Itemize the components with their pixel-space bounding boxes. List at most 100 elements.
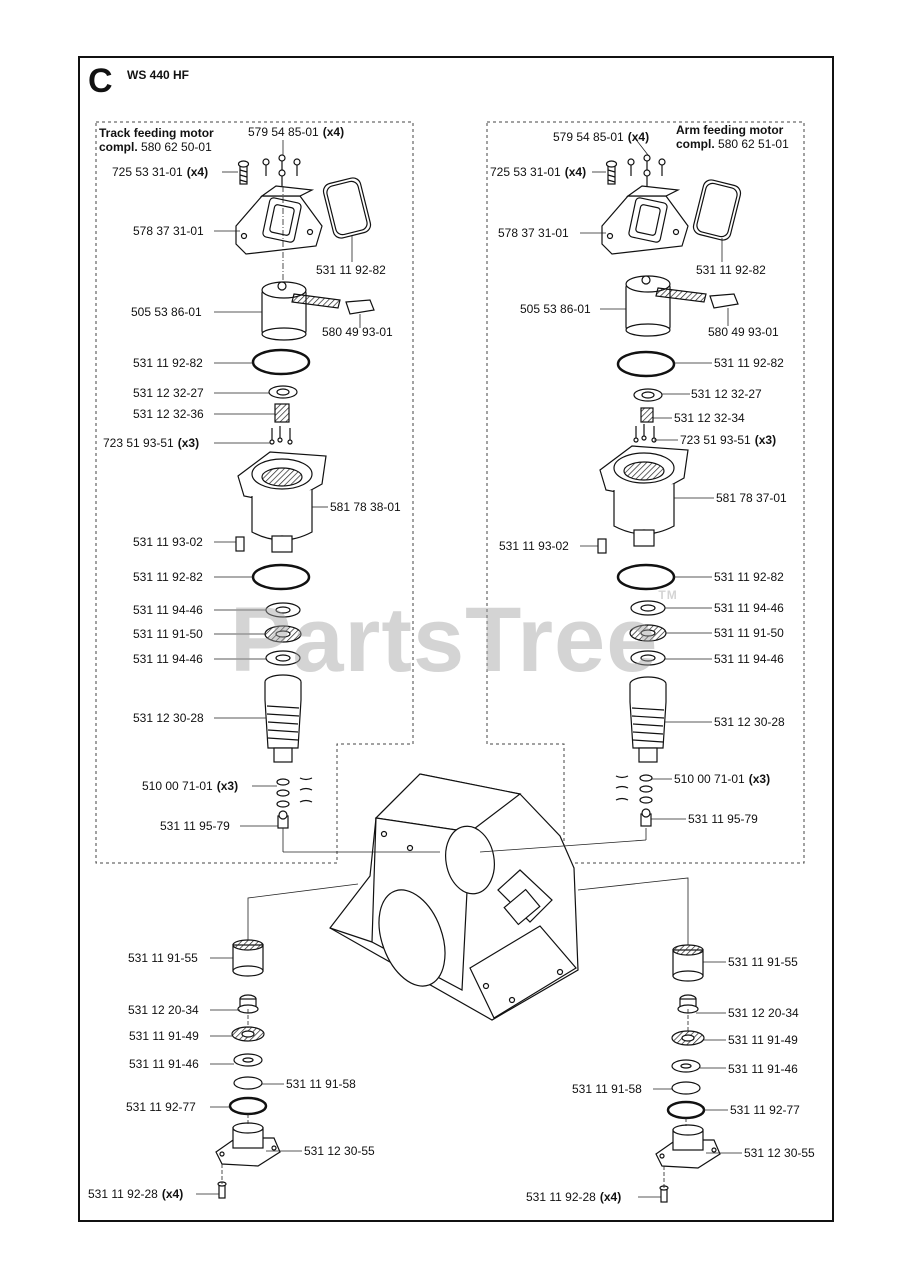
bearing-housing-icon: [655, 1124, 721, 1169]
left-assembly-part: compl. 580 62 50-01: [99, 140, 212, 154]
part-label[interactable]: 531 11 92-82: [714, 570, 784, 584]
part-label[interactable]: 581 78 38-01: [330, 500, 401, 514]
right-assembly-part: compl. 580 62 51-01: [676, 137, 789, 151]
part-label[interactable]: 725 53 31-01(x4): [112, 165, 209, 179]
part-label[interactable]: 723 51 93-51(x3): [103, 436, 200, 450]
motor-icon: [625, 275, 707, 337]
screw-icon: [659, 1185, 669, 1203]
right-parts: [597, 154, 742, 827]
shaft-icon: [264, 674, 302, 763]
part-label[interactable]: 531 11 91-50: [133, 627, 203, 641]
part-label[interactable]: 531 11 95-79: [160, 819, 230, 833]
part-label[interactable]: 725 53 31-01(x4): [490, 165, 587, 179]
part-label[interactable]: 531 11 92-28(x4): [526, 1190, 622, 1204]
small-screw-icon: [633, 424, 657, 443]
part-label[interactable]: 531 11 92-82: [133, 356, 203, 370]
part-label[interactable]: 531 12 32-36: [133, 407, 204, 421]
part-label[interactable]: 531 11 91-49: [728, 1033, 798, 1047]
left-assembly-title: Track feeding motor: [99, 126, 214, 140]
part-label[interactable]: 580 49 93-01: [708, 325, 779, 339]
part-label[interactable]: 531 11 91-58: [286, 1077, 356, 1091]
part-label[interactable]: 531 11 91-46: [129, 1057, 199, 1071]
small-screw-icon: [627, 154, 666, 186]
part-label[interactable]: 531 12 20-34: [728, 1006, 799, 1020]
part-label[interactable]: 531 11 94-46: [714, 652, 784, 666]
part-label[interactable]: 531 11 94-46: [133, 603, 203, 617]
part-label[interactable]: 723 51 93-51(x3): [680, 433, 777, 447]
diagram-frame: [78, 56, 834, 1222]
needle-bearing-icon: [672, 944, 704, 982]
gasket-icon: [692, 179, 742, 241]
part-label[interactable]: 578 37 31-01: [498, 226, 569, 240]
gasket-icon: [322, 177, 372, 239]
washer-icon: [233, 1053, 263, 1067]
part-label[interactable]: 531 12 32-27: [133, 386, 204, 400]
o-ring-icon: [616, 350, 676, 378]
part-label[interactable]: 505 53 86-01: [131, 305, 202, 319]
part-label[interactable]: 531 11 94-46: [133, 652, 203, 666]
part-label[interactable]: 531 11 91-58: [572, 1082, 642, 1096]
section-letter: C: [88, 62, 113, 100]
bearing-icon: [633, 388, 663, 402]
part-label[interactable]: 531 11 92-28(x4): [88, 1187, 184, 1201]
part-label[interactable]: 531 11 92-82: [316, 263, 386, 277]
nipple-icon: [277, 810, 289, 829]
spline-gear-icon: [274, 403, 290, 423]
washer-icon: [265, 602, 301, 618]
part-label[interactable]: 531 11 91-49: [129, 1029, 199, 1043]
screw-icon: [605, 160, 618, 185]
o-ring-icon: [666, 1100, 706, 1120]
part-label[interactable]: 581 78 37-01: [716, 491, 787, 505]
part-label[interactable]: 579 54 85-01(x4): [553, 130, 650, 144]
o-ring-icon: [228, 1096, 268, 1116]
part-label[interactable]: 531 12 30-55: [304, 1144, 375, 1158]
left-parts: [235, 154, 375, 829]
part-label[interactable]: 531 11 92-82: [714, 356, 784, 370]
main-housing-icon: [329, 773, 579, 1021]
part-label[interactable]: 531 11 93-02: [133, 535, 203, 549]
housing-cover-icon: [601, 185, 689, 255]
o-ring-icon: [251, 348, 311, 376]
part-label[interactable]: 505 53 86-01: [520, 302, 591, 316]
part-label[interactable]: 531 11 94-46: [714, 601, 784, 615]
part-label[interactable]: 531 12 30-28: [714, 715, 785, 729]
part-label[interactable]: 510 00 71-01(x3): [142, 779, 239, 793]
leader-lines: [196, 136, 742, 1198]
part-label[interactable]: 531 11 91-55: [128, 951, 198, 965]
key-icon: [597, 538, 607, 554]
part-label[interactable]: 580 49 93-01: [322, 325, 393, 339]
model-name: WS 440 HF: [127, 68, 190, 82]
part-label[interactable]: 531 12 32-34: [674, 411, 745, 425]
part-label[interactable]: 531 11 91-46: [728, 1062, 798, 1076]
part-label[interactable]: 531 11 91-55: [728, 955, 798, 969]
housing-cover-icon: [235, 185, 323, 255]
washer-icon: [671, 1059, 701, 1073]
part-label[interactable]: 531 11 91-50: [714, 626, 784, 640]
bottom-left-parts: [215, 939, 281, 1199]
thrust-bearing-icon: [671, 1030, 705, 1046]
motor-icon: [261, 281, 341, 341]
part-label[interactable]: 578 37 31-01: [133, 224, 204, 238]
small-screw-icon: [269, 426, 293, 445]
part-label[interactable]: 531 12 32-27: [691, 387, 762, 401]
washer-icon: [233, 1076, 263, 1090]
o-ring-icon: [251, 563, 311, 591]
part-label[interactable]: 531 11 93-02: [499, 539, 569, 553]
part-label[interactable]: 531 12 30-28: [133, 711, 204, 725]
part-label[interactable]: 531 11 92-77: [730, 1103, 800, 1117]
part-label[interactable]: 531 11 92-82: [133, 570, 203, 584]
needle-bearing-icon: [232, 939, 264, 977]
part-label[interactable]: 531 12 30-55: [744, 1146, 815, 1160]
washer-icon: [265, 650, 301, 666]
part-label[interactable]: 531 12 20-34: [128, 1003, 199, 1017]
part-label[interactable]: 510 00 71-01(x3): [674, 772, 771, 786]
part-label[interactable]: 531 11 92-82: [696, 263, 766, 277]
part-label[interactable]: 579 54 85-01(x4): [248, 125, 345, 139]
plug-icon: [345, 299, 375, 315]
thrust-bearing-icon: [231, 1026, 265, 1042]
right-assembly-title: Arm feeding motor: [676, 123, 784, 137]
part-label[interactable]: 531 11 92-77: [126, 1100, 196, 1114]
bearing-housing-icon: [215, 1122, 281, 1167]
part-label[interactable]: 531 11 95-79: [688, 812, 758, 826]
